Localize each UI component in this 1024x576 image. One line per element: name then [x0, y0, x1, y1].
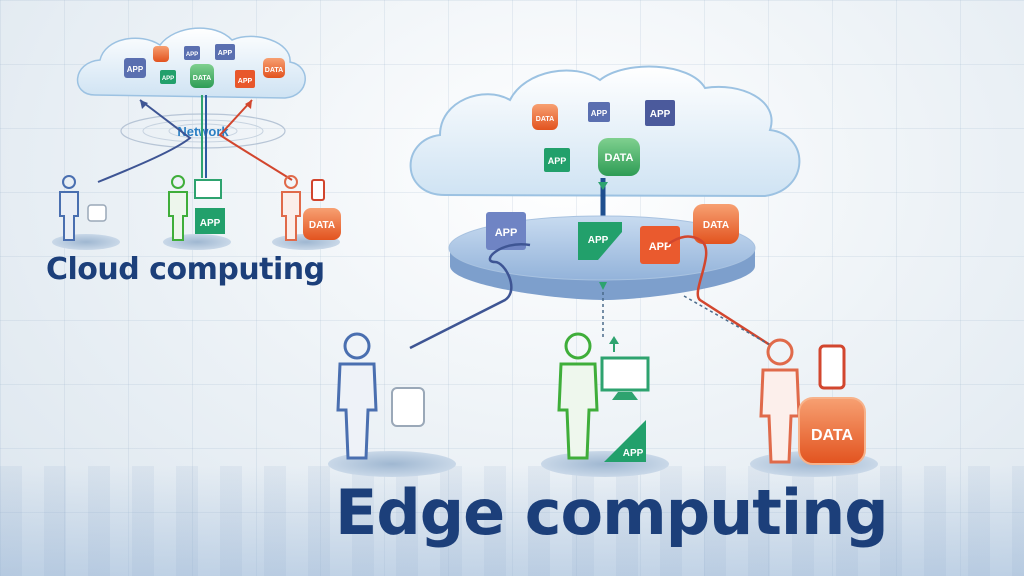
platform-app-icon-blue: APP [486, 212, 526, 250]
svg-text:APP: APP [200, 218, 221, 229]
edge-red-dashed-link [683, 295, 771, 346]
phone-icon [311, 179, 325, 201]
large-user-blue [328, 332, 456, 477]
large-data-icon [798, 397, 866, 465]
red-user-link [218, 99, 293, 181]
large-user-green: APP [541, 332, 669, 477]
svg-text:DATA: DATA [605, 152, 634, 164]
small-user-green: APP [163, 175, 231, 250]
small-cloud-app-icon-3: APP [215, 44, 235, 60]
small-cloud-app-icon-4: APP [160, 70, 176, 84]
edge-green-arrow [599, 282, 607, 290]
network-label: Network [177, 124, 229, 139]
edge-blue-link [409, 243, 531, 350]
small-user-red: DATA [272, 175, 341, 250]
svg-text:DATA: DATA [265, 67, 283, 74]
svg-text:APP: APP [162, 76, 174, 82]
cloud-data-icon-1: DATA [532, 104, 558, 130]
small-cloud: APP APP APP DATA APP D [76, 27, 306, 99]
small-cloud-data-icon-2: DATA [263, 58, 285, 78]
large-cloud: DATA APP APP APP DATA [409, 65, 801, 198]
svg-text:APP: APP [623, 448, 644, 459]
svg-text:DATA: DATA [309, 220, 335, 231]
svg-text:APP: APP [548, 156, 567, 166]
svg-text:APP: APP [649, 241, 672, 253]
cloud-app-icon-2: APP [645, 100, 675, 126]
large-watch-icon [391, 387, 425, 427]
platform-app-icon-green: APP [578, 222, 622, 260]
large-app-icon [604, 420, 646, 462]
svg-text:DATA: DATA [703, 220, 729, 231]
svg-text:APP: APP [495, 227, 518, 239]
blue-link-arrow [140, 100, 148, 109]
cloud-computing-diagram: APP APP APP DATA APP D [52, 27, 341, 250]
red-link-arrow [245, 100, 252, 109]
platform-data-icon: DATA [693, 204, 739, 244]
cloud-app-icon-3: APP [544, 148, 570, 172]
small-cloud-app-icon-2: APP [184, 46, 200, 60]
small-user-blue [52, 175, 120, 250]
platform-app-icon-red: APP [640, 226, 680, 264]
large-monitor-icon [600, 356, 650, 392]
cloud-app-icon-1: APP [588, 102, 610, 122]
monitor-icon [194, 179, 222, 199]
edge-platform: APP APP APP DATA [448, 204, 756, 300]
svg-text:APP: APP [588, 235, 609, 246]
svg-text:APP: APP [238, 78, 253, 85]
watch-icon [87, 204, 107, 222]
svg-text:APP: APP [127, 65, 144, 74]
svg-text:DATA: DATA [193, 75, 211, 82]
svg-text:APP: APP [591, 109, 608, 118]
cloud-edge-arrow [598, 182, 608, 190]
small-app-icon [195, 208, 225, 234]
blue-user-link [97, 99, 192, 183]
edge-computing-diagram: DATA APP APP APP DATA [328, 65, 878, 477]
small-data-icon [303, 208, 341, 240]
svg-text:APP: APP [186, 52, 198, 58]
cloud-data-icon-2: DATA [598, 138, 640, 176]
edge-computing-title: Edge computing [335, 476, 889, 549]
large-phone-icon [818, 344, 846, 390]
svg-text:DATA: DATA [811, 427, 854, 444]
cloud-computing-title: Cloud computing [46, 252, 325, 287]
svg-text:APP: APP [218, 50, 233, 57]
small-cloud-app-icon-5: APP [235, 70, 255, 88]
small-cloud-data-icon-1 [153, 46, 169, 62]
edge-red-link [667, 235, 771, 347]
large-user-red: DATA [750, 338, 878, 477]
background-pixel-band [0, 466, 1024, 576]
small-cloud-app-icon-1: APP [124, 58, 146, 78]
small-cloud-data-icon-3: DATA [190, 64, 214, 88]
svg-text:DATA: DATA [536, 116, 554, 123]
up-arrow-icon [609, 336, 619, 344]
svg-text:APP: APP [650, 109, 671, 120]
